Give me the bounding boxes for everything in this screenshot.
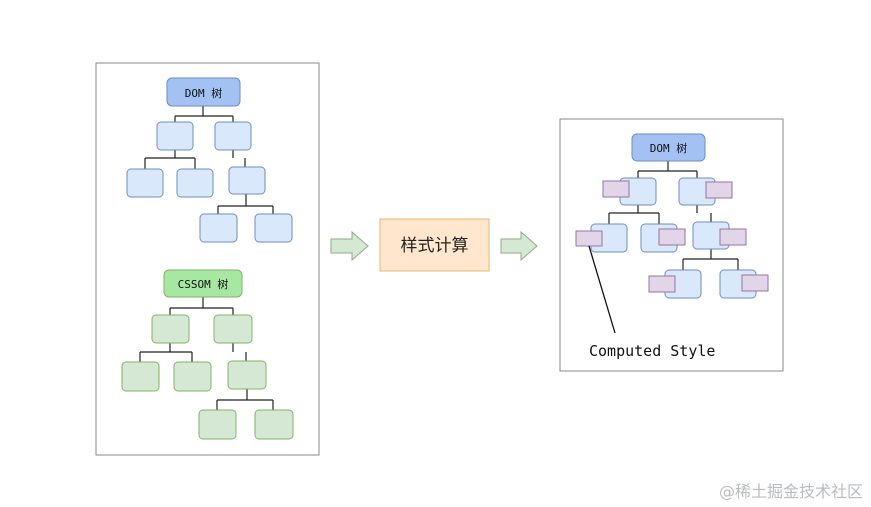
cssom-node [151, 314, 190, 344]
watermark: @稀土掘金技术社区 [718, 482, 863, 501]
cssom-tree-header-label: CSSOM 树 [178, 277, 229, 291]
dom-tree-header-label: DOM 树 [185, 86, 223, 100]
style-calculation-box [379, 218, 490, 272]
arrow-right-icon [500, 230, 538, 262]
cssom-node [121, 361, 160, 392]
computed-style-label: Computed Style [589, 342, 715, 360]
computed-style-tag [705, 181, 733, 199]
cssom-node [198, 409, 237, 440]
cssom-node [227, 360, 267, 390]
computed-style-tag [648, 275, 676, 293]
dom-node [176, 168, 214, 198]
dom-tree-connectors [144, 106, 274, 214]
cssom-node [173, 361, 212, 392]
left-panel [95, 62, 320, 456]
cssom-tree-header [163, 269, 243, 298]
cssom-tree-connectors [139, 297, 274, 410]
computed-dom-tree-header [631, 133, 706, 162]
computed-style-tag [741, 274, 769, 292]
dom-node [228, 166, 266, 195]
cssom-node [213, 314, 253, 344]
computed-style-tag [575, 230, 603, 247]
style-calculation-label: 样式计算 [401, 236, 469, 256]
computed-tree-connectors [608, 161, 739, 270]
dom-node [199, 213, 238, 243]
dom-node [126, 168, 164, 198]
computed-style-tag [658, 228, 686, 246]
dom-node [214, 121, 252, 151]
computed-style-tag [719, 228, 747, 246]
computed-style-tag [602, 180, 630, 198]
cssom-node [254, 409, 294, 440]
dom-node [156, 121, 194, 151]
computed-style-pointer [588, 245, 616, 334]
arrow-right-icon [330, 230, 369, 262]
dom-tree-header [166, 77, 241, 107]
dom-node [254, 213, 293, 243]
computed-dom-tree-header-label: DOM 树 [650, 141, 688, 155]
